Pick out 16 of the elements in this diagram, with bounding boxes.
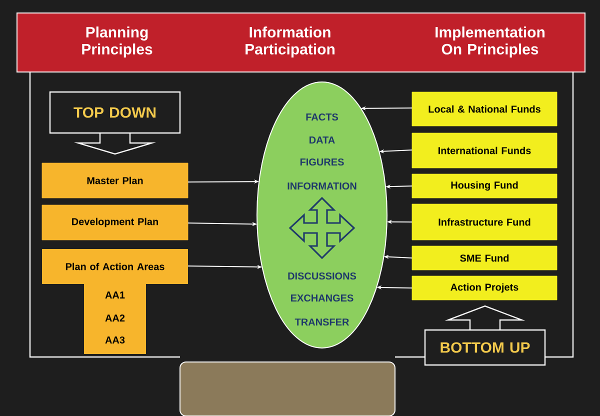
node-label: AA1 <box>105 292 125 298</box>
fund-box: Infrastructure Fund <box>412 204 558 240</box>
header-band: Planning Principles Information Participation Implementation On Principles <box>16 12 586 72</box>
fund-box: SME Fund <box>412 246 558 270</box>
fund-box: International Funds <box>412 132 558 168</box>
fund-box: Housing Fund <box>412 174 558 198</box>
arrow-callout: TOP DOWN <box>49 91 181 155</box>
fund-box: Action Projets <box>412 276 558 300</box>
node-label: AA2 <box>105 314 125 322</box>
plan-box: Development Plan <box>42 204 188 240</box>
plan-box: Plan of Action Areas AA1 AA2 AA3 <box>42 249 188 354</box>
plan-box: Master Plan <box>42 162 188 198</box>
fund-box: Local & National Funds <box>412 92 558 126</box>
node-label: AA3 <box>105 336 125 344</box>
blank-box <box>180 362 396 416</box>
arrow-callout: BOTTOM UP <box>424 305 546 366</box>
